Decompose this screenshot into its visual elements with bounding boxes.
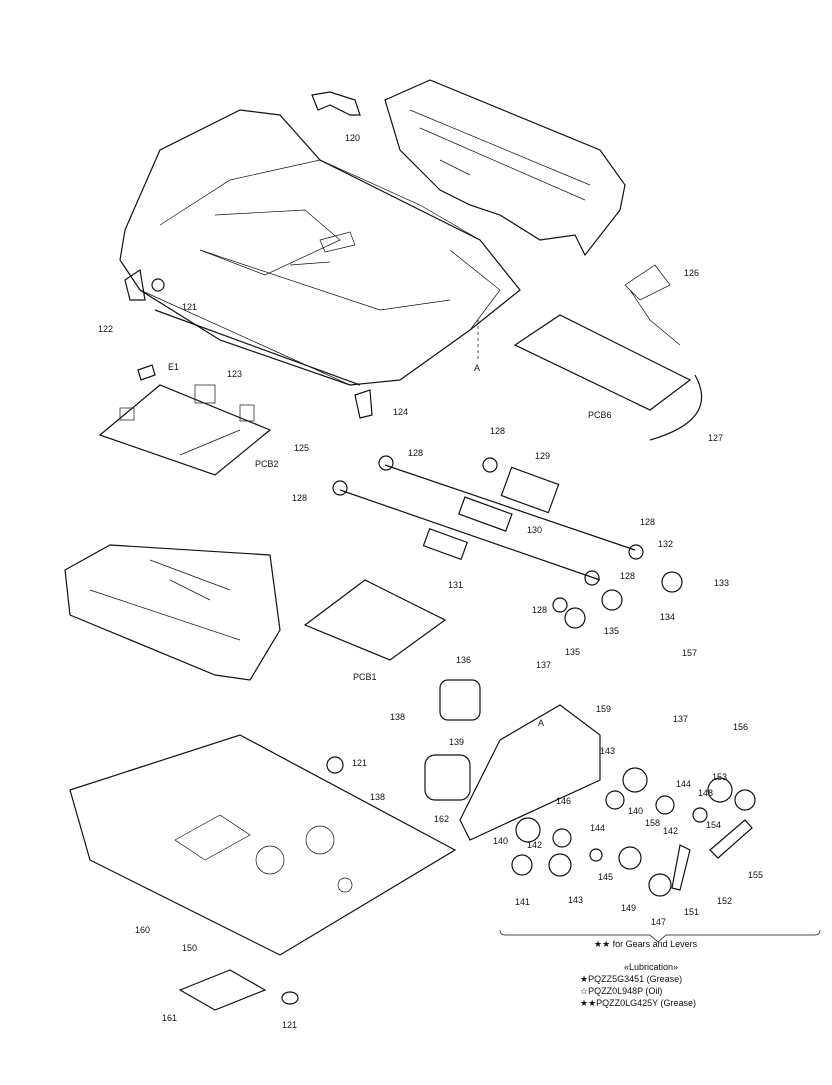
base-plate: [69, 734, 457, 956]
label-144b: 144: [590, 823, 606, 833]
label-131: 131: [448, 580, 464, 590]
label-121c: 121: [282, 1020, 298, 1030]
lubrication-item-2: ☆PQZZ0L948P (Oil): [580, 986, 663, 996]
label-123: 123: [227, 369, 243, 379]
label-156: 156: [733, 722, 749, 732]
label-128e: 128: [620, 571, 636, 581]
roller-shafts: [332, 455, 644, 613]
label-155: 155: [748, 870, 764, 880]
label-129: 129: [535, 451, 551, 461]
label-141: 141: [515, 897, 531, 907]
label-160: 160: [135, 925, 151, 935]
label-140b: 140: [493, 836, 509, 846]
gear-134: [661, 571, 683, 593]
label-121b: 121: [352, 758, 368, 768]
lever-122: [124, 268, 146, 301]
motor-139: [424, 754, 471, 801]
label-162: 162: [434, 814, 450, 824]
label-142b: 142: [527, 840, 543, 850]
scanner-unit: [64, 544, 281, 681]
label-146: 146: [556, 796, 572, 806]
gears-note: ★★ for Gears and Levers: [594, 939, 698, 949]
label-133: 133: [714, 578, 730, 588]
label-130: 130: [527, 525, 543, 535]
pcb2-board: [98, 364, 272, 476]
label-139: 139: [449, 737, 465, 747]
lubrication-title: «Lubrication»: [624, 962, 679, 972]
main-housing: [119, 109, 521, 386]
label-137b: 137: [673, 714, 689, 724]
pcb6-board: [513, 264, 703, 441]
label-158: 158: [645, 818, 661, 828]
label-a-mid: A: [538, 718, 545, 728]
label-149: 149: [621, 903, 637, 913]
pcb1-board: [303, 579, 447, 661]
lubrication-item-3: ★★PQZZ0LG425Y (Grease): [580, 998, 697, 1008]
cover-161: [178, 969, 267, 1011]
label-pcb6: PCB6: [588, 410, 612, 420]
label-pcb2: PCB2: [255, 459, 279, 469]
label-134: 134: [660, 612, 676, 622]
label-138b: 138: [370, 792, 386, 802]
label-161: 161: [162, 1013, 178, 1023]
label-128d: 128: [640, 517, 656, 527]
label-145: 145: [598, 872, 614, 882]
label-154: 154: [706, 820, 722, 830]
label-pcb1: PCB1: [353, 672, 377, 682]
label-128b: 128: [490, 426, 506, 436]
foot-121: [281, 991, 299, 1005]
label-126: 126: [684, 268, 700, 278]
label-121a: 121: [182, 302, 198, 312]
label-128a: 128: [408, 448, 424, 458]
gear-train: [459, 704, 756, 897]
motor-136: [439, 679, 481, 721]
label-a-top: A: [474, 363, 481, 373]
label-157: 157: [682, 648, 698, 658]
label-132: 132: [658, 539, 674, 549]
label-137a: 137: [536, 660, 552, 670]
label-135b: 135: [565, 647, 581, 657]
label-122: 122: [98, 324, 114, 334]
label-124: 124: [393, 407, 409, 417]
lubrication-item-1: ★PQZZ5G3451 (Grease): [580, 974, 683, 984]
label-151: 151: [684, 907, 700, 917]
label-147: 147: [651, 917, 667, 927]
chassis-frame: [311, 79, 626, 257]
label-125: 125: [294, 443, 310, 453]
label-152: 152: [717, 896, 733, 906]
label-e1: E1: [168, 362, 180, 372]
roller-121-top: [151, 278, 165, 292]
gears-brace: [499, 929, 821, 943]
label-150: 150: [182, 943, 198, 953]
label-127: 127: [708, 433, 724, 443]
bracket-124: [354, 389, 373, 419]
label-128f: 128: [532, 605, 548, 615]
label-138a: 138: [390, 712, 406, 722]
label-128c: 128: [292, 493, 308, 503]
label-135a: 135: [604, 626, 620, 636]
label-142a: 142: [663, 826, 679, 836]
rod-123: [154, 309, 361, 386]
label-144a: 144: [676, 779, 692, 789]
gear-135: [601, 589, 623, 611]
label-159: 159: [596, 704, 612, 714]
label-140a: 140: [628, 806, 644, 816]
label-148: 148: [698, 788, 714, 798]
label-136: 136: [456, 655, 472, 665]
label-143a: 143: [600, 746, 616, 756]
label-153: 153: [712, 772, 728, 782]
label-120: 120: [345, 133, 361, 143]
gear-135b: [564, 607, 586, 629]
label-143b: 143: [568, 895, 584, 905]
